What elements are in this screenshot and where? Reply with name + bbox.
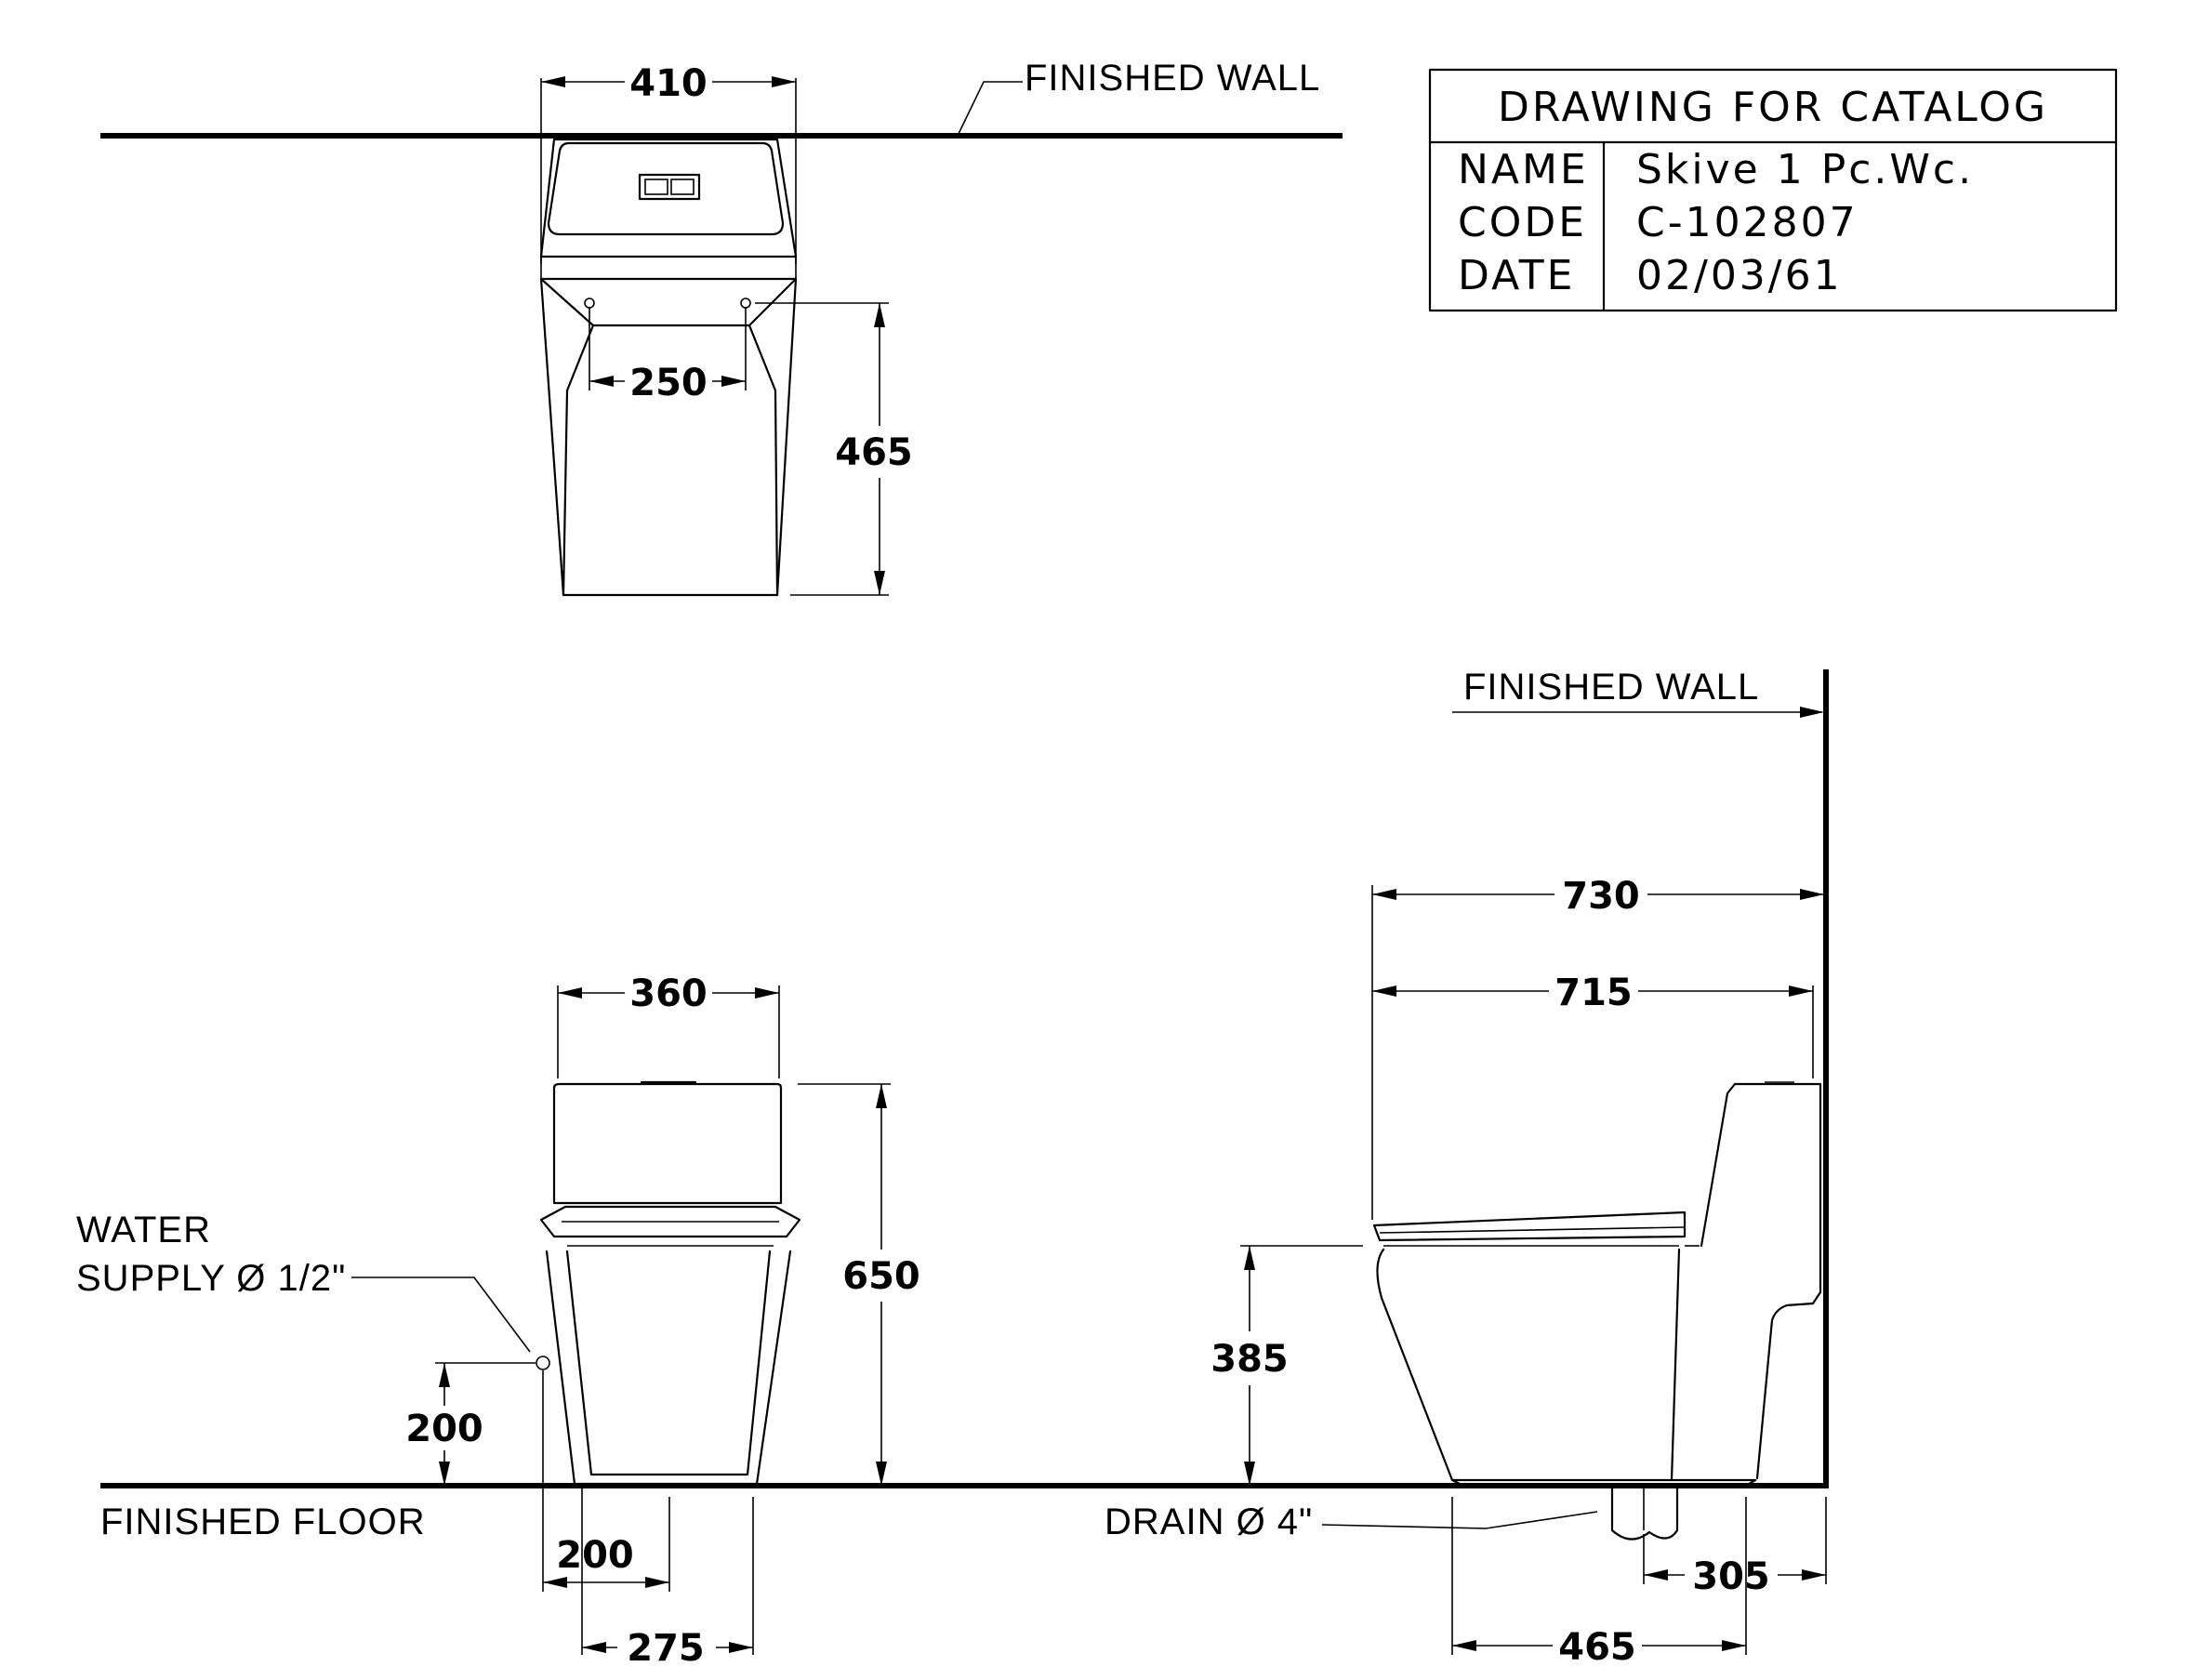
dim-275-arrow-right: [729, 1642, 753, 1653]
code-value: C-102807: [1636, 199, 1859, 246]
water-supply-point: [536, 1356, 550, 1370]
dim-465b-arrow-left: [1452, 1640, 1476, 1651]
bolt-hole-right: [740, 298, 751, 309]
dim-275-text: 275: [627, 1627, 705, 1670]
side-tank-outline: [1700, 1082, 1822, 1480]
tank-lid-outline: [547, 141, 785, 236]
dim-410-arrow-right: [772, 76, 796, 87]
dim-715-arrow-left: [1372, 986, 1396, 997]
dim-385-text: 385: [1210, 1338, 1289, 1381]
dim-465b-arrow-right: [1722, 1640, 1746, 1651]
bolt-hole-left: [584, 298, 595, 309]
bowl-plan-rim: [539, 277, 798, 327]
dim-250-text: 250: [629, 362, 708, 404]
side-bowl-foot: [1450, 1478, 1757, 1488]
finished-wall-label-side: FINISHED WALL: [1463, 667, 1759, 708]
side-bowl-facet: [1670, 1248, 1681, 1482]
dim-730-text: 730: [1562, 875, 1640, 918]
dim-250-arrow-left: [589, 376, 614, 387]
flush-button-small: [644, 179, 668, 195]
title-block: DRAWING FOR CATALOG NAME Skive 1 Pc.Wc. …: [1428, 68, 2118, 312]
front-bowl-inner-facet: [565, 1250, 772, 1476]
side-view: FINISHED WALL DRAIN Ø 4" 730 715: [1105, 667, 1829, 1669]
dim-465b-text: 465: [1558, 1626, 1636, 1669]
water-supply-label-line2: SUPPLY Ø 1/2": [76, 1258, 346, 1299]
front-seat-outline: [539, 1205, 801, 1238]
drain-pipe: [1610, 1486, 1679, 1541]
dim-730-arrow-right: [1800, 889, 1824, 900]
date-label: DATE: [1458, 252, 1575, 299]
side-bowl-outline: [1376, 1248, 1757, 1482]
finished-wall-leader-top: [957, 81, 1023, 137]
drain-label: DRAIN Ø 4": [1105, 1501, 1313, 1542]
dim-200h-arrow-top: [439, 1363, 450, 1387]
dim-385-arrow-top: [1244, 1246, 1255, 1270]
title-block-heading: DRAWING FOR CATALOG: [1498, 84, 2048, 131]
dim-200h-arrow-bottom: [439, 1462, 450, 1486]
dim-715-arrow-right: [1789, 986, 1813, 997]
title-block-border: [1428, 68, 2118, 312]
front-tank-outline: [552, 1082, 783, 1205]
drain-leader: [1321, 1511, 1598, 1529]
code-label: CODE: [1458, 199, 1587, 246]
dim-200w-arrow-right: [645, 1577, 669, 1588]
dim-730-arrow-left: [1372, 889, 1396, 900]
finished-wall-leader-arrow: [1800, 707, 1824, 718]
dim-410-text: 410: [629, 62, 708, 105]
side-seat-edge: [1379, 1226, 1686, 1234]
dim-715-text: 715: [1554, 972, 1633, 1014]
dim-360-arrow-right: [755, 987, 779, 999]
water-supply-leader: [351, 1277, 531, 1353]
front-bowl-outline: [545, 1250, 792, 1486]
front-view: WATER SUPPLY Ø 1/2" 360 650 200 200: [76, 972, 920, 1670]
name-label: NAME: [1458, 146, 1589, 193]
dim-465-text: 465: [835, 431, 913, 474]
side-seat-lid: [1372, 1210, 1687, 1242]
dim-385-arrow-bottom: [1244, 1462, 1255, 1486]
dim-305-arrow-right: [1802, 1569, 1826, 1581]
dim-360-text: 360: [629, 972, 708, 1015]
date-value: 02/03/61: [1636, 252, 1843, 299]
dim-305-text: 305: [1692, 1555, 1770, 1598]
dim-650-arrow-top: [876, 1084, 887, 1108]
dim-305-arrow-left: [1644, 1569, 1668, 1581]
bowl-plan-facets: [562, 324, 779, 597]
dim-465-arrow-top: [874, 303, 885, 327]
finished-wall-label-top: FINISHED WALL: [1025, 58, 1320, 99]
finished-floor-label: FINISHED FLOOR: [100, 1501, 426, 1542]
dim-250-arrow-right: [721, 376, 746, 387]
dim-275-arrow-left: [582, 1642, 606, 1653]
dim-200w-arrow-left: [543, 1577, 567, 1588]
flush-button-large: [670, 179, 695, 195]
dim-200w-text: 200: [556, 1534, 634, 1577]
dim-650-arrow-bottom: [876, 1462, 887, 1486]
top-view: FINISHED WALL 410 250: [100, 58, 1343, 597]
dim-650-text: 650: [842, 1255, 920, 1298]
dim-410-arrow-left: [541, 76, 565, 87]
name-value: Skive 1 Pc.Wc.: [1636, 146, 1974, 193]
dim-200h-text: 200: [405, 1408, 483, 1450]
flush-button-plate: [638, 173, 701, 201]
dim-360-arrow-left: [558, 987, 582, 999]
water-supply-label-line1: WATER: [76, 1210, 211, 1250]
dim-465-arrow-bottom: [874, 571, 885, 595]
